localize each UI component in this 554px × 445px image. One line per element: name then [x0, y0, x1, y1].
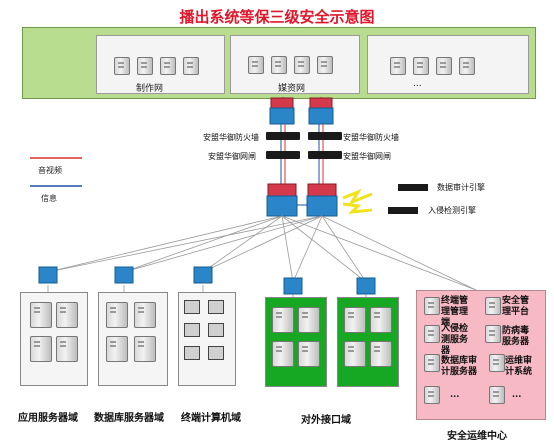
server-icon: [344, 341, 366, 367]
audit-engine-label: 数据审计引擎: [437, 183, 485, 192]
server-icon: [317, 56, 333, 74]
terminal-mgmt-label: 终端管理管理端: [441, 296, 469, 328]
server-icon: [424, 354, 440, 372]
fanout-links: [47, 215, 477, 297]
computer-icon: [184, 300, 200, 314]
server-icon: [56, 302, 78, 328]
firewall-left-label: 安盟华御防火墙: [203, 133, 259, 142]
server-icon: [30, 302, 52, 328]
gateway-right-device: [308, 151, 342, 159]
server-icon: [424, 386, 440, 404]
computer-icon: [184, 346, 200, 360]
legend-av-label: 音视频: [38, 166, 62, 175]
computer-icon: [208, 323, 224, 337]
server-icon: [248, 56, 264, 74]
server-icon: [489, 386, 505, 404]
core-switch-left-lower: [266, 183, 298, 217]
interface-domain-label: 对外接口域: [301, 415, 351, 426]
gateway-left-label: 安盟华御网闸: [208, 152, 256, 161]
server-icon: [137, 57, 153, 75]
lightning-link: [342, 202, 373, 214]
media-asset-network-label: 媒资网: [278, 84, 306, 94]
access-switch-db: [114, 266, 134, 284]
server-icon: [485, 297, 501, 315]
server-icon: [370, 307, 392, 333]
lightning-link: [342, 188, 373, 206]
audit-engine-device: [398, 184, 428, 191]
gateway-right-label: 安盟华御网闸: [343, 152, 391, 161]
ids-server-label: 入侵检测服务器: [441, 324, 469, 356]
db-audit-server-label: 数据库审计服务器: [441, 356, 478, 377]
core-switch-left-upper: [269, 97, 295, 125]
diagram-title: 播出系统等保三级安全示意图: [179, 8, 375, 26]
ellipsis-label: ...: [450, 390, 460, 400]
other-network-label: ...: [413, 79, 422, 89]
security-center-label: 安全运维中心: [447, 431, 507, 442]
access-switch-interface-2: [356, 277, 376, 295]
server-icon: [298, 341, 320, 367]
server-icon: [344, 307, 366, 333]
security-mgmt-platform-label: 安全管理平台: [502, 296, 530, 317]
server-icon: [370, 341, 392, 367]
server-icon: [413, 57, 429, 75]
server-icon: [106, 302, 128, 328]
server-icon: [272, 341, 294, 367]
antivirus-server-label: 防病毒服务器: [502, 326, 530, 347]
server-icon: [459, 57, 475, 75]
server-icon: [272, 307, 294, 333]
server-icon: [294, 56, 310, 74]
server-icon: [298, 307, 320, 333]
access-switch-app: [38, 266, 58, 284]
legend-info-label: 信息: [41, 194, 57, 203]
server-icon: [424, 325, 440, 343]
server-icon: [489, 354, 505, 372]
server-icon: [114, 57, 130, 75]
ids-engine-device: [388, 207, 418, 214]
server-icon: [424, 297, 440, 315]
firewall-left-device: [266, 132, 300, 140]
server-icon: [390, 57, 406, 75]
access-switch-terminal: [193, 266, 213, 284]
computer-icon: [208, 300, 224, 314]
core-switch-right-lower: [306, 183, 338, 217]
firewall-right-label: 安盟华御防火墙: [343, 133, 399, 142]
access-switch-interface-1: [283, 277, 303, 295]
core-switch-right-upper: [308, 97, 334, 125]
terminal-domain-label: 终端计算机域: [181, 413, 241, 424]
ids-engine-label: 入侵检测引擎: [428, 206, 476, 215]
gateway-left-device: [266, 151, 300, 159]
ops-audit-system-label: 运维审计系统: [505, 356, 533, 377]
server-icon: [160, 57, 176, 75]
server-icon: [56, 336, 78, 362]
db-server-domain-label: 数据库服务器域: [94, 413, 164, 424]
server-icon: [134, 302, 156, 328]
computer-icon: [208, 346, 224, 360]
server-icon: [271, 56, 287, 74]
server-icon: [485, 325, 501, 343]
firewall-right-device: [308, 132, 342, 140]
server-icon: [183, 57, 199, 75]
server-icon: [106, 336, 128, 362]
server-icon: [436, 57, 452, 75]
server-icon: [30, 336, 52, 362]
production-network-label: 制作网: [136, 84, 164, 94]
computer-icon: [184, 323, 200, 337]
app-server-domain-label: 应用服务器域: [18, 413, 78, 424]
ellipsis-label: ...: [512, 390, 522, 400]
server-icon: [134, 336, 156, 362]
